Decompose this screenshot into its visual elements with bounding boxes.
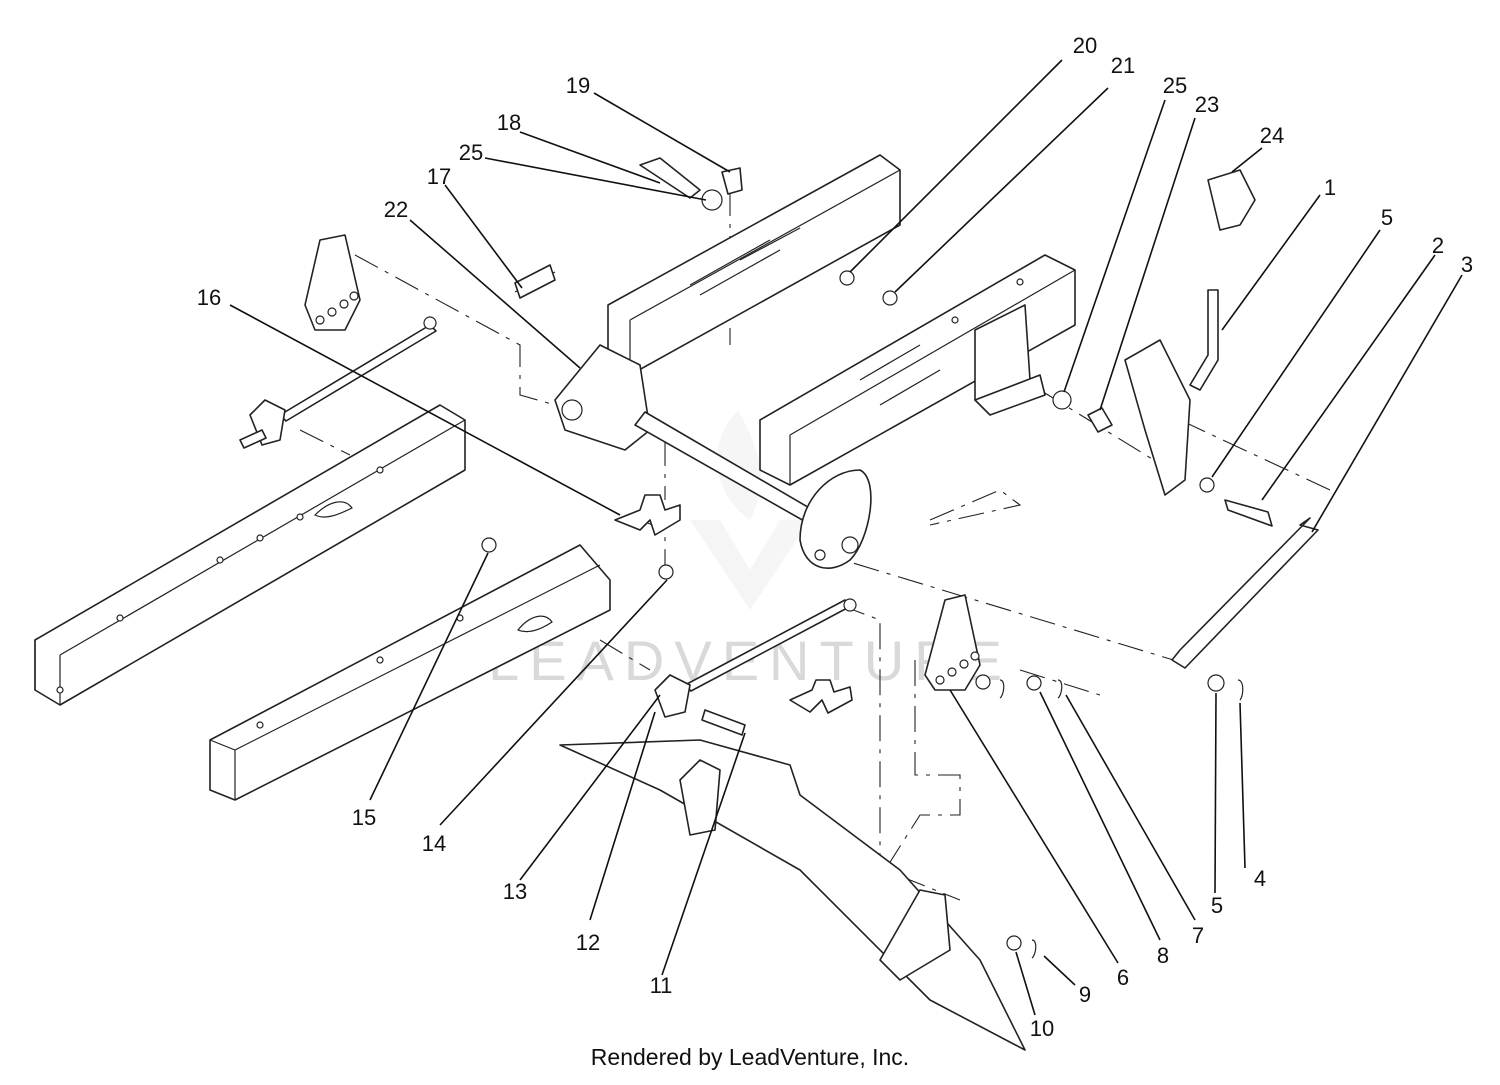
spacer-23 bbox=[1087, 407, 1113, 433]
nut-15 bbox=[481, 537, 497, 553]
callout-3: 3 bbox=[1461, 252, 1473, 277]
callout-14: 14 bbox=[422, 831, 446, 856]
right-adjust-plate bbox=[924, 594, 981, 691]
callout-10: 10 bbox=[1030, 1016, 1054, 1041]
watermark-logo bbox=[690, 410, 810, 610]
clip-9 bbox=[1031, 939, 1037, 959]
callout-7: 7 bbox=[1192, 923, 1204, 948]
strap-clamp-16 bbox=[614, 494, 681, 536]
bolt-2 bbox=[1224, 499, 1273, 527]
callout-25-right: 25 bbox=[1163, 73, 1187, 98]
callout-25-left: 25 bbox=[459, 140, 483, 165]
top-frame-rail bbox=[607, 154, 901, 376]
left-adjust-plate bbox=[304, 234, 361, 331]
strap-clamp-lower bbox=[789, 679, 853, 714]
washer-5-lower bbox=[1207, 674, 1225, 692]
callout-21: 21 bbox=[1111, 53, 1135, 78]
leader-lines bbox=[229, 59, 1463, 1016]
lower-frame-rail bbox=[209, 544, 611, 801]
callout-13: 13 bbox=[503, 879, 527, 904]
callout-5-lower: 5 bbox=[1211, 893, 1223, 918]
callout-15: 15 bbox=[352, 805, 376, 830]
spring bbox=[514, 264, 556, 299]
callout-19: 19 bbox=[566, 73, 590, 98]
callout-22: 22 bbox=[384, 197, 408, 222]
footer-credit: Rendered by LeadVenture, Inc. bbox=[590, 1044, 910, 1070]
pivot-assembly bbox=[554, 344, 872, 569]
left-link-rod bbox=[239, 316, 437, 449]
clip-4 bbox=[1237, 679, 1244, 701]
callout-labels: 1 2 3 4 5 5 5 6 7 8 9 10 11 12 13 14 15 … bbox=[197, 33, 1473, 1041]
clip-6 bbox=[999, 679, 1005, 699]
callout-16: 16 bbox=[197, 285, 221, 310]
callout-11: 11 bbox=[650, 973, 673, 998]
callout-9: 9 bbox=[1079, 982, 1091, 1007]
callout-23: 23 bbox=[1195, 92, 1219, 117]
washer-10 bbox=[1006, 935, 1022, 951]
mounting-bracket bbox=[974, 304, 1046, 416]
callout-12: 12 bbox=[576, 930, 600, 955]
left-frame-rail bbox=[34, 404, 466, 706]
handle-lever bbox=[1124, 169, 1256, 496]
callout-6: 6 bbox=[1117, 965, 1129, 990]
right-frame-rail bbox=[759, 254, 1076, 486]
callout-24: 24 bbox=[1260, 123, 1284, 148]
callout-18: 18 bbox=[497, 110, 521, 135]
callout-20: 20 bbox=[1073, 33, 1097, 58]
callout-4: 4 bbox=[1254, 866, 1266, 891]
clip-7 bbox=[1057, 679, 1063, 699]
lower-link-rod bbox=[654, 598, 857, 736]
washer-25-right bbox=[1052, 390, 1072, 410]
nut-21 bbox=[882, 290, 898, 306]
control-rod bbox=[1171, 517, 1319, 669]
lower-arm bbox=[559, 739, 1026, 1051]
callout-5-top: 5 bbox=[1381, 205, 1393, 230]
bolt-18 bbox=[639, 157, 723, 211]
callout-8: 8 bbox=[1157, 943, 1169, 968]
callout-1: 1 bbox=[1324, 175, 1336, 200]
callout-2: 2 bbox=[1432, 233, 1444, 258]
bolt-19 bbox=[721, 167, 743, 195]
washer-5-top bbox=[1199, 477, 1215, 493]
callout-17: 17 bbox=[427, 164, 451, 189]
washer-8 bbox=[1026, 675, 1042, 691]
washer-6 bbox=[975, 674, 991, 690]
nut-14 bbox=[658, 564, 674, 580]
nut-20 bbox=[839, 270, 855, 286]
